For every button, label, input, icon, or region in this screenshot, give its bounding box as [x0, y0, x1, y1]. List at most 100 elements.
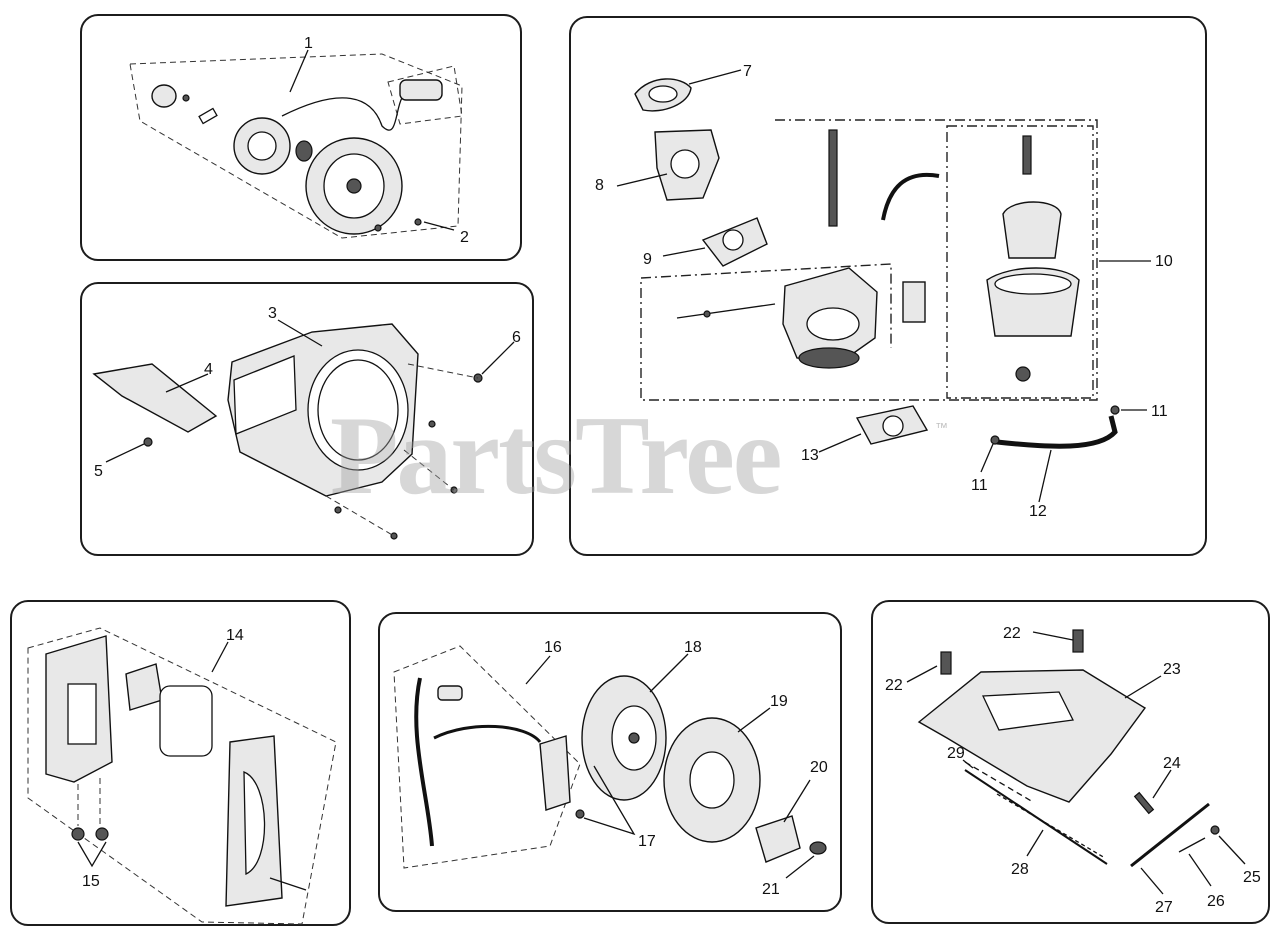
control-bracket — [917, 669, 1147, 803]
leader-5 — [105, 443, 145, 463]
callout-15: 15 — [82, 873, 100, 890]
bolt-22-b — [940, 651, 952, 675]
panel-governor: 22 22 23 24 25 26 27 28 29 — [871, 600, 1270, 924]
leader-11-b — [980, 443, 994, 473]
ignition-lead — [433, 724, 542, 744]
ignition-assembly-outline — [393, 645, 581, 869]
screw-path-b — [403, 449, 455, 491]
callout-22-a: 22 — [1003, 625, 1021, 642]
leader-18 — [649, 653, 689, 693]
idle-screw — [676, 303, 776, 319]
air-filter-element — [159, 685, 213, 757]
screw-path-c — [325, 495, 395, 537]
ignition-drawing: 16 17 18 19 20 21 — [393, 639, 828, 898]
callout-29: 29 — [947, 745, 965, 762]
callout-13: 13 — [801, 447, 819, 464]
leader-12 — [1038, 449, 1052, 503]
leader-29 — [962, 759, 974, 769]
carb-shaft — [828, 129, 838, 227]
nut-15-a — [71, 827, 85, 841]
partstree-watermark: PartsTree — [330, 394, 783, 518]
blower-housing-opening — [307, 349, 409, 471]
starter-spring — [295, 140, 313, 162]
leader-3 — [277, 319, 323, 347]
blower-housing-side — [233, 355, 297, 435]
callout-27: 27 — [1155, 899, 1173, 916]
choke-rod — [881, 172, 940, 221]
leader-25 — [1218, 835, 1246, 865]
bolt-26 — [1178, 837, 1206, 853]
governor-drawing: 22 22 23 24 25 26 27 28 29 — [885, 625, 1261, 916]
recoil-starter-drawing: 1 2 — [129, 35, 469, 246]
air-cleaner-drawing: 14 15 — [27, 627, 337, 925]
starter-handle-outline — [387, 65, 463, 125]
starter-pin — [182, 94, 190, 102]
leader-22-a — [1032, 631, 1074, 641]
leader-21 — [785, 855, 815, 879]
bowl-drain-screw — [1015, 366, 1031, 382]
leader-28 — [1026, 829, 1044, 857]
leader-26 — [1188, 853, 1212, 887]
idle-spring — [703, 310, 711, 318]
ignition-coil — [539, 735, 571, 811]
callout-22-b: 22 — [885, 677, 903, 694]
leader-22-b — [906, 665, 938, 683]
leader-27 — [1140, 867, 1164, 895]
spring-24 — [1133, 791, 1155, 815]
leader-23 — [1124, 675, 1162, 699]
blower-housing-drawing: 3 4 5 6 — [92, 305, 521, 540]
callout-1: 1 — [304, 35, 313, 52]
air-cleaner-cover-recess — [243, 771, 266, 876]
leader-2 — [423, 221, 455, 231]
leader-19 — [737, 707, 771, 733]
callout-20: 20 — [810, 759, 828, 776]
carburetor-subassembly-box — [640, 263, 892, 348]
carburetor-throat — [806, 307, 860, 341]
starter-grip — [399, 79, 443, 101]
flywheel-hub — [628, 732, 640, 744]
air-cleaner-assembly-outline — [27, 627, 337, 925]
panel-air-cleaner: 14 15 — [10, 600, 351, 926]
leader-7 — [688, 69, 742, 85]
callout-26: 26 — [1207, 893, 1225, 910]
leader-9 — [662, 247, 706, 257]
leader-4 — [165, 373, 209, 393]
clamp-11-b — [1110, 405, 1120, 415]
housing-cover-plate — [92, 363, 218, 433]
leader-6 — [481, 341, 515, 375]
leader-13 — [818, 433, 862, 453]
starter-bolt-b — [374, 224, 382, 232]
screw-path-a — [407, 363, 479, 379]
leader-16 — [525, 655, 551, 685]
panel-ignition: 16 17 18 19 20 21 — [378, 612, 842, 912]
screw-c — [334, 506, 342, 514]
screw-a — [428, 420, 436, 428]
leader-15 — [77, 841, 107, 868]
starter-assembly-outline — [129, 53, 463, 239]
starter-pulley-cap — [151, 84, 177, 108]
nut-15-b — [95, 827, 109, 841]
callout-4: 4 — [204, 361, 213, 378]
callout-9: 9 — [643, 251, 652, 268]
callout-28: 28 — [1011, 861, 1029, 878]
starter-housing-boss — [346, 178, 362, 194]
callout-6: 6 — [512, 329, 521, 346]
float-needle — [1022, 135, 1032, 175]
leader-20 — [783, 779, 811, 823]
callout-14: 14 — [226, 627, 244, 644]
callout-24: 24 — [1163, 755, 1181, 772]
callout-7: 7 — [743, 63, 752, 80]
screw-5 — [143, 437, 153, 447]
callout-19: 19 — [770, 693, 788, 710]
starter-cup — [755, 815, 801, 863]
callout-12: 12 — [1029, 503, 1047, 520]
carburetor-drawing: 7 8 9 10 11 11 12 13 — [595, 63, 1173, 520]
callout-23: 23 — [1163, 661, 1181, 678]
callout-21: 21 — [762, 881, 780, 898]
coil-bolt-b — [575, 809, 585, 819]
starter-pawl — [198, 107, 218, 125]
callout-11-b: 11 — [971, 477, 988, 494]
nut-25 — [1210, 825, 1220, 835]
leader-14 — [211, 641, 229, 673]
float — [1002, 201, 1062, 259]
